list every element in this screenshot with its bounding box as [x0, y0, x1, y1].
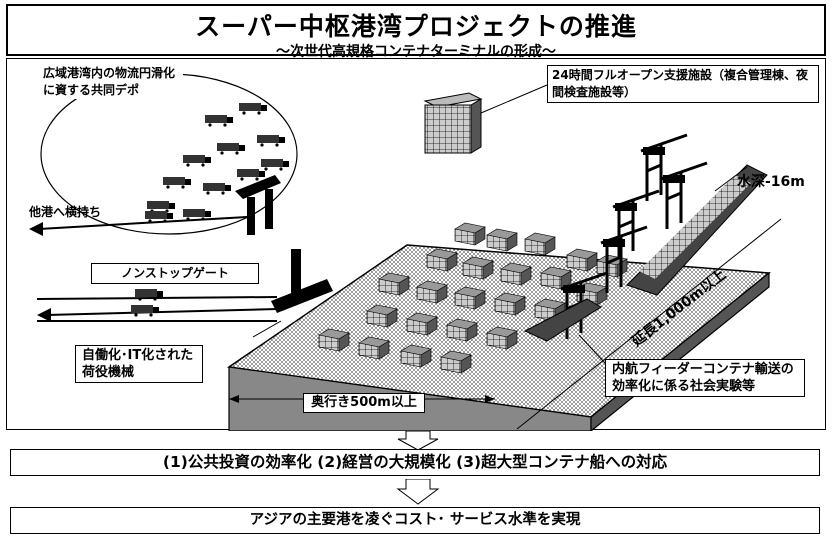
container-ships	[523, 164, 768, 342]
callout-lines	[252, 84, 606, 364]
automation-callout: 自働化･IT化された荷役機械	[75, 345, 203, 383]
down-arrow-1	[397, 431, 439, 451]
dimension-lines	[229, 166, 782, 430]
down-arrow-2	[396, 479, 440, 505]
depth-label: 水深-16m	[737, 174, 805, 190]
page-title: スーパー中枢港湾プロジェクトの推進	[195, 12, 637, 41]
page-subtitle: ～次世代高規格コンテナターミナルの形成～	[276, 44, 556, 60]
conclusion-box: アジアの主要港を凌ぐコスト･ サービス水準を実現	[10, 507, 820, 534]
road-arrows	[29, 211, 278, 322]
nonstop-gate-callout: ノンストップゲート	[91, 263, 259, 284]
terminal-diagram: 広域港湾内の物流円滑化に資する共同デポ 24時間フルオープン支援施設（複合管理棟…	[6, 58, 826, 433]
depot-callout: 広域港湾内の物流円滑化に資する共同デポ	[43, 65, 183, 99]
summary-box: (1)公共投資の効率化 (2)経営の大規模化 (3)超大型コンテナ船への対応	[10, 449, 820, 476]
depth-yard-label: 奥行き500m以上	[303, 393, 425, 413]
support-facility-building	[423, 92, 483, 154]
other-port-label: 他港へ横持ち	[29, 205, 102, 219]
facility-callout: 24時間フルオープン支援施設（複合管理棟、夜間検査施設等）	[547, 65, 819, 103]
nonstop-gate-structure	[235, 175, 333, 313]
feeder-callout: 内航フィーダーコンテナ輸送の効率化に係る社会実験等	[605, 359, 805, 397]
title-box: スーパー中枢港湾プロジェクトの推進 ～次世代高規格コンテナターミナルの形成～	[6, 4, 826, 60]
